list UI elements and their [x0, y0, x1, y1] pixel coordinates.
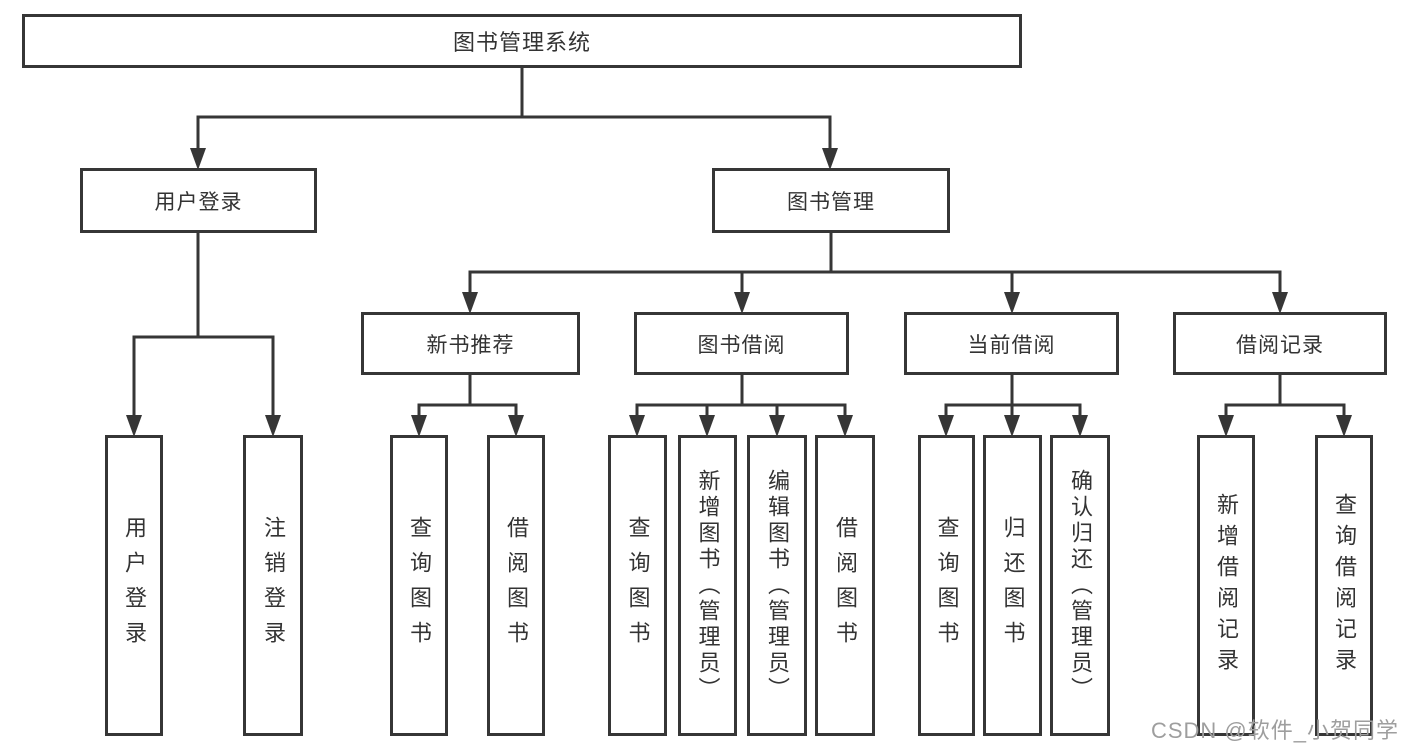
leaf-confirm-return-admin: 确认归还（管理员）: [1050, 435, 1110, 736]
node-library-management-system: 图书管理系统: [22, 14, 1022, 68]
leaf-edit-books-admin: 编辑图书（管理员）: [747, 435, 807, 736]
node-book-borrowing: 图书借阅: [634, 312, 849, 375]
leaf-borrow-books: 借阅图书: [815, 435, 875, 736]
leaf-query-books-current: 查询图书: [918, 435, 975, 736]
leaf-query-books-borrow: 查询图书: [608, 435, 667, 736]
node-user-login: 用户登录: [80, 168, 317, 233]
leaf-logout: 注销登录: [243, 435, 303, 736]
leaf-query-borrow-record: 查询借阅记录: [1315, 435, 1373, 736]
leaf-add-borrow-record: 新增借阅记录: [1197, 435, 1255, 736]
csdn-watermark: CSDN @软件_小贺同学: [1150, 718, 1399, 743]
node-new-book-recommend: 新书推荐: [361, 312, 580, 375]
leaf-borrow-books-recommend: 借阅图书: [487, 435, 545, 736]
leaf-add-books-admin: 新增图书（管理员）: [678, 435, 737, 736]
leaf-query-books-recommend: 查询图书: [390, 435, 448, 736]
leaf-user-login: 用户登录: [105, 435, 163, 736]
node-borrowing-records: 借阅记录: [1173, 312, 1387, 375]
leaf-return-books: 归还图书: [983, 435, 1042, 736]
node-book-management: 图书管理: [712, 168, 950, 233]
node-current-borrowing: 当前借阅: [904, 312, 1119, 375]
